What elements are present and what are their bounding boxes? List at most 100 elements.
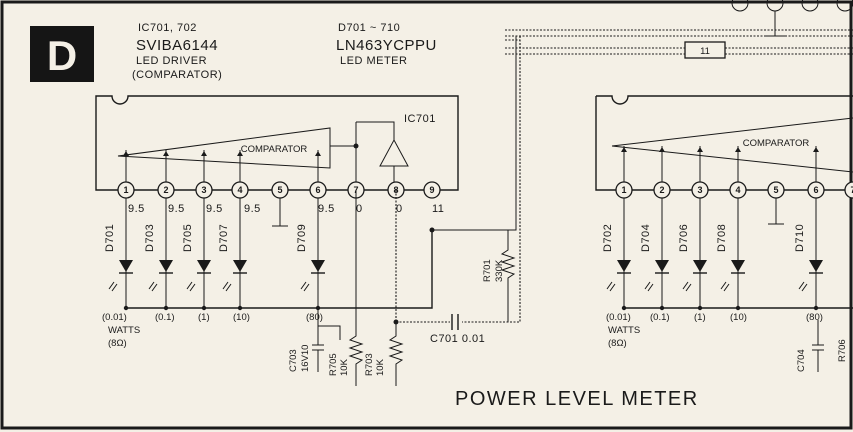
right-watt-1: (0.1): [650, 312, 670, 323]
left-pin-number: 5: [277, 185, 282, 195]
right-pin-number: 6: [813, 185, 818, 195]
right-comparator-block: [611, 117, 853, 173]
left-ic-name: IC701: [404, 113, 436, 125]
right-pin-number: 5: [773, 185, 778, 195]
left-watt-1: (0.1): [155, 312, 175, 323]
left-led-symbol: [311, 260, 325, 272]
c704-capacitor: [812, 320, 824, 372]
left-led-symbol: [119, 260, 133, 272]
left-comparator-block: [117, 127, 331, 169]
top-bus: 11: [505, 0, 853, 59]
r703-resistor: [388, 322, 404, 386]
right-pin-number: 1: [621, 185, 626, 195]
left-watts-label: WATTS: [108, 325, 140, 336]
right-led-label: D702: [602, 224, 614, 252]
right-watt-0: (0.01): [606, 312, 631, 323]
right-led-symbol: [809, 260, 823, 272]
left-pin-voltage: 9.5: [206, 203, 223, 215]
r703-ref: R703: [364, 353, 375, 376]
r706-ref: R706: [837, 339, 848, 362]
right-pin-7: [844, 181, 853, 199]
left-led-bus: [126, 230, 433, 309]
left-pin-9: [423, 181, 441, 199]
right-pin-number: 7: [850, 185, 853, 195]
left-ic-body: [95, 95, 459, 191]
c701-label: C701 0.01: [430, 333, 485, 345]
connector-block: [684, 41, 726, 59]
r705-ref: R705: [328, 353, 339, 376]
right-watts-label: WATTS: [608, 325, 640, 336]
right-pin-number: 4: [735, 185, 740, 195]
left-pin-number: 1: [123, 185, 128, 195]
r703-value: 10K: [375, 358, 386, 376]
right-watt-3: (10): [730, 312, 747, 323]
right-led-symbol: [731, 260, 745, 272]
right-led-label: D710: [794, 224, 806, 252]
left-watt-4: (80): [306, 312, 323, 323]
c703-ref: C703: [288, 349, 299, 372]
left-led-symbol: [159, 260, 173, 272]
left-watt-2: (1): [198, 312, 210, 323]
right-led-label: D708: [716, 224, 728, 252]
left-led-symbol: [233, 260, 247, 272]
signal-wire: [432, 36, 517, 231]
right-ic-body: [595, 95, 853, 191]
left-pin-voltage: 0: [396, 203, 403, 215]
r701-resistor: [500, 230, 516, 322]
right-pin-row: 1 2 3 4 5 6 7: [615, 181, 853, 225]
right-led-symbol: [655, 260, 669, 272]
left-voltage-labels: 9.5 9.5 9.5 9.5 9.5 0 0 11: [128, 198, 444, 227]
c704-ref: C704: [796, 349, 807, 372]
left-led-label: D703: [144, 224, 156, 252]
section-letter: D: [47, 32, 77, 79]
r701-value: 330K: [494, 259, 505, 282]
r701-ref: R701: [482, 259, 493, 282]
c703-capacitor: [312, 308, 341, 372]
right-pin-number: 3: [697, 185, 702, 195]
left-pin-voltage: 9.5: [318, 203, 335, 215]
right-led-symbol: [617, 260, 631, 272]
left-watt-3: (10): [233, 312, 250, 323]
ic-description: LED DRIVER: [136, 55, 207, 67]
left-led-symbol: [197, 260, 211, 272]
left-comparator-label: COMPARATOR: [241, 144, 308, 155]
right-comparator-label: COMPARATOR: [743, 138, 810, 149]
right-pin-number: 2: [659, 185, 664, 195]
right-watt-4: (80): [806, 312, 823, 323]
r705-resistor: [348, 190, 364, 386]
left-led-label: D707: [218, 224, 230, 252]
led-description: LED METER: [340, 55, 407, 67]
ic-part-number: SVIBA6144: [136, 37, 218, 54]
left-pin-number: 2: [163, 185, 168, 195]
left-led-label: D705: [182, 224, 194, 252]
left-buffer-amp: [379, 138, 409, 167]
left-internal-wiring: [123, 150, 321, 190]
right-watt-2: (1): [694, 312, 706, 323]
left-pin-voltage: 9.5: [244, 203, 261, 215]
left-ohms-label: (8Ω): [108, 338, 127, 349]
ic-reference: IC701, 702: [138, 22, 197, 34]
led-reference: D701 ~ 710: [338, 22, 400, 34]
left-pin-number: 4: [237, 185, 242, 195]
ic-description-sub: (COMPARATOR): [132, 69, 222, 81]
led-part-number: LN463YCPPU: [336, 37, 437, 54]
left-led-label: D709: [296, 224, 308, 252]
left-pin-voltage: 11: [432, 203, 444, 215]
right-ic: COMPARATOR 1 2 3 4 5 6 7: [595, 95, 853, 225]
right-led-symbol: [693, 260, 707, 272]
left-watt-0: (0.01): [102, 312, 127, 323]
left-pin-number: 3: [201, 185, 206, 195]
left-pin-voltage: 9.5: [128, 203, 145, 215]
left-led-label: D701: [104, 224, 116, 252]
footer-title: POWER LEVEL METER: [455, 388, 699, 410]
right-led-label: D704: [640, 224, 652, 252]
left-pin-voltage: 9.5: [168, 203, 185, 215]
c701-capacitor: [451, 314, 459, 330]
left-pin-voltage: 0: [356, 203, 363, 215]
